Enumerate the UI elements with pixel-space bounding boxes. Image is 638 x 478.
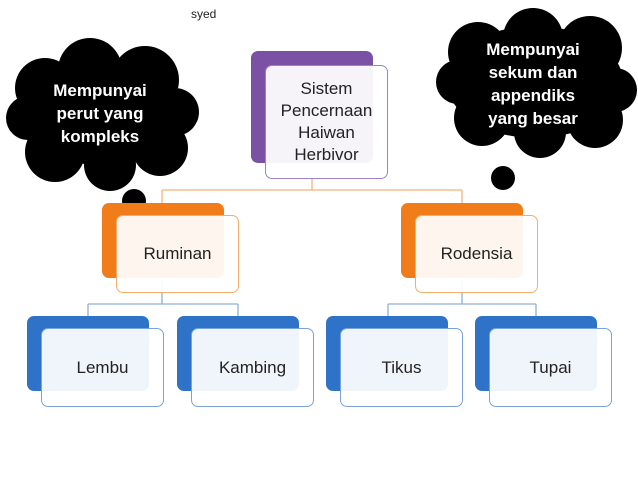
node-root[interactable]: Sistem Pencernaan Haiwan Herbivor: [251, 51, 388, 181]
thought-cloud-right: [436, 8, 637, 241]
tupai-label: Tupai: [529, 357, 572, 377]
node-rodensia-front: Rodensia: [415, 215, 538, 293]
node-tikus[interactable]: Tikus: [326, 316, 463, 407]
node-ruminan-front: Ruminan: [116, 215, 239, 293]
root-label-line-2: Pencernaan: [280, 101, 373, 120]
node-kambing[interactable]: Kambing: [177, 316, 314, 407]
callout-right-text: Mempunyai sekum dan appendiks yang besar: [462, 30, 604, 138]
thought-bubble-4: [491, 166, 515, 190]
root-label-line-4: Herbivor: [294, 145, 359, 164]
callout-left-line-2: perut yang: [56, 103, 144, 123]
ruminan-label: Ruminan: [143, 244, 212, 263]
rodensia-label: Rodensia: [440, 244, 513, 263]
callout-left-line-1: Mempunyai: [53, 80, 147, 100]
callout-right-line-4: yang besar: [488, 109, 578, 128]
thought-cloud-left: [6, 38, 199, 250]
callout-left-text: Mempunyai perut yang kompleks: [30, 68, 170, 158]
kambing-label: Kambing: [218, 357, 287, 377]
lembu-label: Lembu: [76, 357, 129, 377]
connectors-root: [161, 178, 463, 203]
node-lembu-front: Lembu: [41, 328, 164, 407]
node-kambing-front: Kambing: [191, 328, 314, 407]
author-label: syed: [191, 7, 217, 21]
callout-right-line-1: Mempunyai: [486, 40, 580, 59]
node-lembu[interactable]: Lembu: [27, 316, 164, 407]
node-rodensia[interactable]: Rodensia: [401, 203, 538, 293]
callout-left-line-3: kompleks: [60, 126, 140, 146]
root-label-line-1: Sistem: [300, 79, 353, 98]
callout-right-line-3: appendiks: [490, 86, 576, 105]
node-tikus-front: Tikus: [340, 328, 463, 407]
node-ruminan[interactable]: Ruminan: [102, 203, 239, 293]
root-label-line-3: Haiwan: [298, 123, 355, 142]
node-root-front: Sistem Pencernaan Haiwan Herbivor: [265, 65, 388, 179]
tikus-label: Tikus: [381, 357, 422, 377]
node-tupai-front: Tupai: [489, 328, 612, 407]
node-tupai[interactable]: Tupai: [475, 316, 612, 407]
callout-right-line-2: sekum dan: [488, 63, 578, 82]
